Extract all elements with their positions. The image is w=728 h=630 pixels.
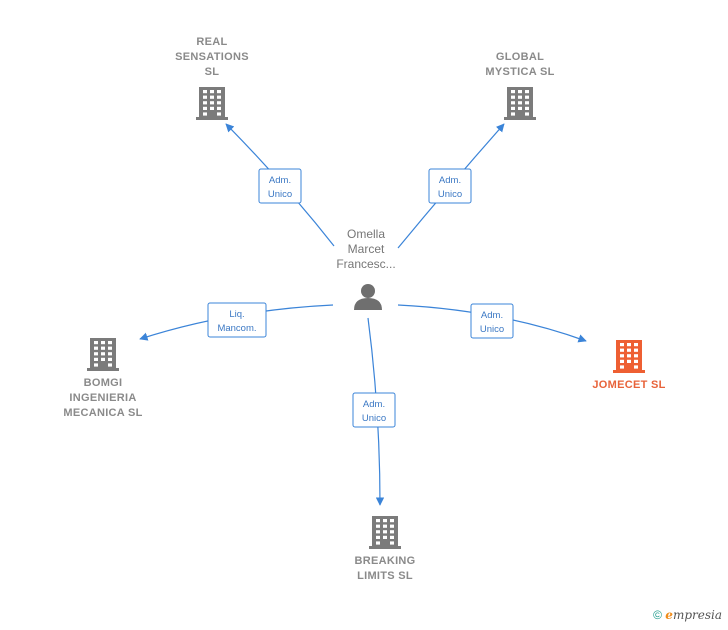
company-name: LIMITS SL <box>357 570 413 582</box>
company-name: BREAKING <box>354 555 415 567</box>
person-icon <box>354 284 382 310</box>
company-node-breaking-limits[interactable]: BREAKING LIMITS SL <box>354 516 415 582</box>
brand-initial: e <box>665 608 673 622</box>
company-node-global-mystica[interactable]: GLOBAL MYSTICA SL <box>485 51 554 120</box>
company-name: SL <box>205 66 220 78</box>
person-name: Omella <box>347 227 385 241</box>
person-name: Francesc... <box>336 257 395 271</box>
role-label: Adm. <box>363 399 385 410</box>
company-name: MYSTICA SL <box>485 66 554 78</box>
role-badge-breaking-limits[interactable]: Adm. Unico <box>352 392 396 428</box>
building-icon <box>613 340 645 373</box>
company-name: BOMGI <box>84 377 123 389</box>
company-name: GLOBAL <box>496 51 544 63</box>
copyright-symbol: © <box>653 608 662 622</box>
role-label: Unico <box>438 189 462 200</box>
building-icon <box>87 338 119 371</box>
company-node-jomecet[interactable]: JOMECET SL <box>592 340 665 391</box>
company-name: SENSATIONS <box>175 51 249 63</box>
role-label: Unico <box>480 324 504 335</box>
footer-brand[interactable]: © empresia <box>653 608 722 622</box>
building-icon <box>369 516 401 549</box>
role-label: Adm. <box>439 175 461 186</box>
role-badge-jomecet[interactable]: Adm. Unico <box>470 303 514 339</box>
person-name: Marcet <box>348 242 385 256</box>
company-name: JOMECET SL <box>592 379 665 391</box>
company-name: REAL <box>196 36 227 48</box>
role-label: Liq. <box>229 309 244 320</box>
role-label: Unico <box>362 413 386 424</box>
role-label: Mancom. <box>217 323 256 334</box>
company-name: MECANICA SL <box>63 407 142 419</box>
role-label: Unico <box>268 189 292 200</box>
building-icon <box>196 87 228 120</box>
role-label: Adm. <box>481 310 503 321</box>
role-label: Adm. <box>269 175 291 186</box>
company-node-real-sensations[interactable]: REAL SENSATIONS SL <box>175 36 249 120</box>
role-badge-real-sensations[interactable]: Adm. Unico <box>258 168 302 204</box>
building-icon <box>504 87 536 120</box>
brand-name: mpresia <box>672 608 722 622</box>
company-node-bomgi[interactable]: BOMGI INGENIERIA MECANICA SL <box>63 338 142 419</box>
company-name: INGENIERIA <box>69 392 136 404</box>
role-badge-bomgi[interactable]: Liq. Mancom. <box>207 302 267 338</box>
role-badge-global-mystica[interactable]: Adm. Unico <box>428 168 472 204</box>
